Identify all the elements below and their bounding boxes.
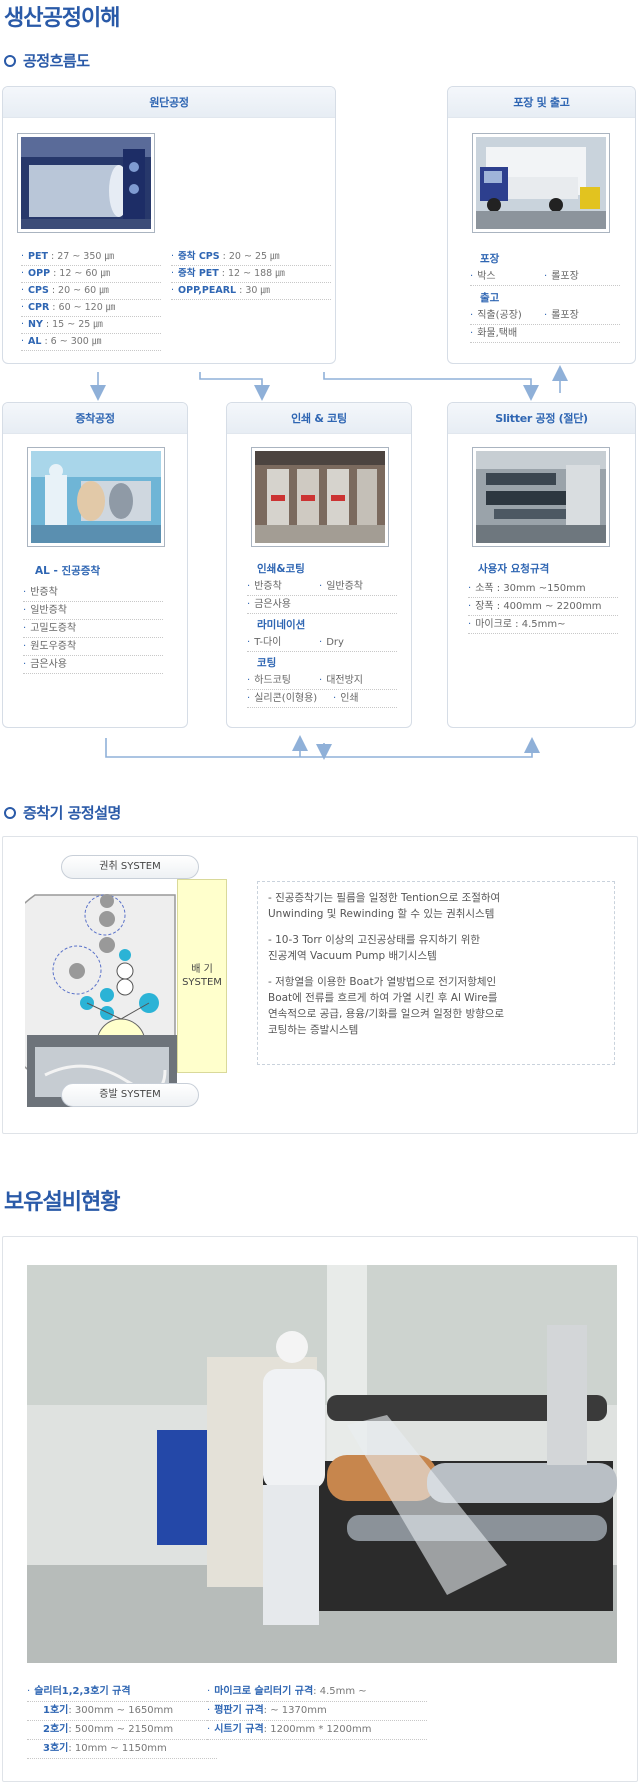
list-item: ·소폭 : 30mm ~150mm xyxy=(468,580,618,598)
spec-row: ·AL : 6 ~ 300 ㎛ xyxy=(21,334,161,351)
list-item: ·금은사용 xyxy=(247,596,397,614)
arrow-raw-to-slit xyxy=(323,372,539,401)
spec-row: ·CPS : 20 ~ 60 ㎛ xyxy=(21,283,161,300)
spec-row: 2호기: 500mm ~ 2150mm xyxy=(27,1721,217,1740)
flow-arrows xyxy=(90,365,568,760)
raw-spec-left: ·PET : 27 ~ 350 ㎛ ·OPP : 12 ~ 60 ㎛ ·CPS … xyxy=(21,249,161,351)
pack-photo xyxy=(472,133,610,233)
spec-row: ·마이크로 슬리터기 규격: 4.5mm ~ xyxy=(207,1683,427,1702)
list-item: ·실리콘(이형용) ·인쇄 xyxy=(247,690,397,708)
print-photo xyxy=(251,447,389,547)
winding-system-pill: 권취 SYSTEM xyxy=(61,855,199,879)
spec-row: ·OPP : 12 ~ 60 ㎛ xyxy=(21,266,161,283)
list-item: ·고밀도증착 xyxy=(23,620,163,638)
box-raw-material: 원단공정 ·PET : 27 ~ 350 ㎛ ·OPP : 12 ~ 60 ㎛ … xyxy=(2,86,336,364)
equipment-spec-right: ·마이크로 슬리터기 규격: 4.5mm ~ ·평판기 규격: ~ 1370mm… xyxy=(207,1683,427,1740)
spec-row: ·NY : 15 ~ 25 ㎛ xyxy=(21,317,161,334)
spec-row: ·CPR : 60 ~ 120 ㎛ xyxy=(21,300,161,317)
box-packing: 포장 및 출고 포장 ·박스 ·롤포장 출고 ·직출(공장) ·롤포장 xyxy=(447,86,636,364)
section-flow-title: 공정흐름도 xyxy=(23,52,90,70)
equipment-spec-left: ·슬리터1,2,3호기 규격 1호기: 300mm ~ 1650mm 2호기: … xyxy=(27,1683,217,1759)
list-item: ·화물,택배 xyxy=(470,325,620,343)
deposition-machine-diagram-icon xyxy=(25,894,177,1107)
arrow-bottom-line xyxy=(105,737,540,758)
list-item: ·반증착 xyxy=(23,584,163,602)
depo-photo xyxy=(27,447,165,547)
ship-list: ·직출(공장) ·롤포장 ·화물,택배 xyxy=(470,307,620,343)
depo-lists: AL - 진공증착 ·반증착 ·일반증착 ·고밀도증착 ·원도우증착 ·금은사용 xyxy=(23,563,163,674)
box-printing: 인쇄 & 코팅 인쇄&코팅 ·반증착 ·일반증착 ·금은사용 라미네이션 xyxy=(226,402,412,728)
ring-bullet-icon xyxy=(4,806,16,819)
raw-spec-right: ·증착 CPS : 20 ~ 25 ㎛ ·증착 PET : 12 ~ 188 ㎛… xyxy=(171,249,331,300)
spec-row: 1호기: 300mm ~ 1650mm xyxy=(27,1702,217,1721)
slit-list: ·소폭 : 30mm ~150mm ·장폭 : 400mm ~ 2200mm ·… xyxy=(468,580,618,634)
slit-sub-title: 사용자 요청규격 xyxy=(478,563,550,575)
list-item: ·일반증착 xyxy=(23,602,163,620)
box-slitter: Slitter 공정 (절단) 사용자 요청규격 ·소폭 : 30mm ~150… xyxy=(447,402,636,728)
section-depo-title: 증착기 공정설명 xyxy=(23,804,121,822)
spec-row: ·OPP,PEARL : 30 ㎛ xyxy=(171,283,331,300)
exhaust-system-label: 배 기 SYSTEM xyxy=(177,879,227,1073)
desc-paragraph-winding: - 진공증착기는 필름을 일정한 Tention으로 조절하여 Unwindin… xyxy=(268,892,501,920)
list-item: ·박스 ·롤포장 xyxy=(470,268,620,286)
spec-row: ·증착 CPS : 20 ~ 25 ㎛ xyxy=(171,249,331,266)
slit-lists: 사용자 요청규격 ·소폭 : 30mm ~150mm ·장폭 : 400mm ~… xyxy=(468,561,618,634)
ring-bullet-icon xyxy=(4,54,16,67)
raw-photo xyxy=(17,133,155,233)
lamination-list: ·T-다이 ·Dry xyxy=(247,634,397,652)
truck-photo-icon xyxy=(476,137,606,229)
list-item: ·T-다이 ·Dry xyxy=(247,634,397,652)
desc-paragraph-exhaust: - 10-3 Torr 이상의 고진공상태를 유지하기 위한 진공계역 Vacu… xyxy=(268,934,481,962)
lamination-sub-title: 라미네이션 xyxy=(257,619,306,631)
spec-row: 3호기: 10mm ~ 1150mm xyxy=(27,1740,217,1759)
print-lists: 인쇄&코팅 ·반증착 ·일반증착 ·금은사용 라미네이션 ·T-다이 ·Dry … xyxy=(247,561,397,708)
ship-sub-title: 출고 xyxy=(480,292,500,304)
section-depo-heading: 증착기 공정설명 xyxy=(4,802,121,823)
box-raw-title: 원단공정 xyxy=(3,87,335,118)
pack-list: ·박스 ·롤포장 xyxy=(470,268,620,286)
box-slit-title: Slitter 공정 (절단) xyxy=(448,403,635,434)
slitter-factory-photo-icon xyxy=(27,1265,617,1663)
box-pack-title: 포장 및 출고 xyxy=(448,87,635,118)
depo-sub-title: AL - 진공증착 xyxy=(35,565,101,577)
section-flow-heading: 공정흐름도 xyxy=(4,50,90,71)
arrow-raw-to-print xyxy=(199,372,270,401)
box-deposition: 증착공정 AL - 진공증착 ·반증착 ·일반증착 ·고밀도증착 ·원도우증착 … xyxy=(2,402,188,728)
printing-press-photo-icon xyxy=(255,451,385,543)
spec-row: ·슬리터1,2,3호기 규격 xyxy=(27,1683,217,1702)
pack-sub-title: 포장 xyxy=(480,253,500,265)
list-item: ·원도우증착 xyxy=(23,638,163,656)
spec-row: ·PET : 27 ~ 350 ㎛ xyxy=(21,249,161,266)
list-item: ·마이크로 : 4.5mm~ xyxy=(468,616,618,634)
slitter-machine-photo-icon xyxy=(476,451,606,543)
equipment-title: 보유설비현황 xyxy=(4,1190,120,1215)
print-list: ·반증착 ·일반증착 ·금은사용 xyxy=(247,578,397,614)
coating-sub-title: 코팅 xyxy=(257,657,277,669)
slit-photo xyxy=(472,447,610,547)
film-roll-photo-icon xyxy=(21,137,151,229)
depo-list: ·반증착 ·일반증착 ·고밀도증착 ·원도우증착 ·금은사용 xyxy=(23,584,163,674)
desc-paragraph-evaporation: - 저항열을 이용한 Boat가 열방법으로 전기저항체인 Boat에 전류를 … xyxy=(268,976,505,1036)
evaporation-system-pill: 증발 SYSTEM xyxy=(61,1083,199,1107)
depo-description: - 진공증착기는 필름을 일정한 Tention으로 조절하여 Unwindin… xyxy=(257,881,615,1065)
pack-lists: 포장 ·박스 ·롤포장 출고 ·직출(공장) ·롤포장 ·화물,택배 xyxy=(470,251,620,343)
equipment-panel: ·슬리터1,2,3호기 규격 1호기: 300mm ~ 1650mm 2호기: … xyxy=(2,1236,638,1782)
box-print-title: 인쇄 & 코팅 xyxy=(227,403,411,434)
spec-row: ·시트기 규격: 1200mm * 1200mm xyxy=(207,1721,427,1740)
cleanroom-photo-icon xyxy=(31,451,161,543)
depo-explain-panel: 배 기 SYSTEM 권취 SYSTEM 증발 SYSTEM - 진공증착기는 … xyxy=(2,836,638,1134)
coating-list: ·하드코팅 ·대전방지 ·실리콘(이형용) ·인쇄 xyxy=(247,672,397,708)
spec-row: ·증착 PET : 12 ~ 188 ㎛ xyxy=(171,266,331,283)
list-item: ·장폭 : 400mm ~ 2200mm xyxy=(468,598,618,616)
box-depo-title: 증착공정 xyxy=(3,403,187,434)
list-item: ·하드코팅 ·대전방지 xyxy=(247,672,397,690)
list-item: ·금은사용 xyxy=(23,656,163,674)
list-item: ·직출(공장) ·롤포장 xyxy=(470,307,620,325)
spec-row: ·평판기 규격: ~ 1370mm xyxy=(207,1702,427,1721)
list-item: ·반증착 ·일반증착 xyxy=(247,578,397,596)
print-sub-title: 인쇄&코팅 xyxy=(257,563,305,575)
page-title: 생산공정이해 xyxy=(4,6,120,31)
